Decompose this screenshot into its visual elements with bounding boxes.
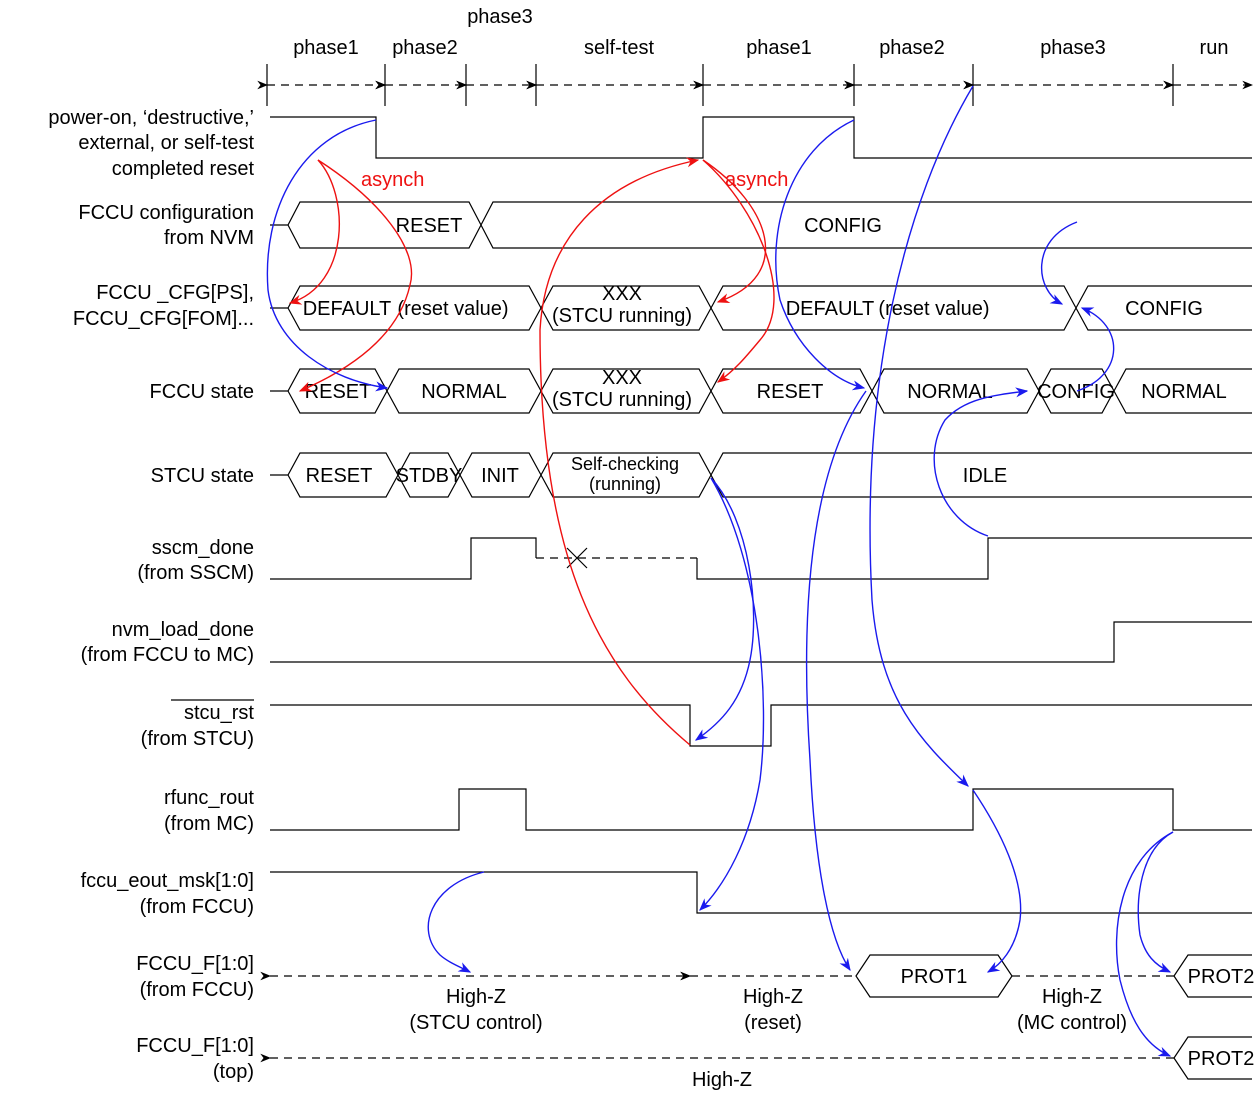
- svg-text:FCCU_CFG[FOM]...: FCCU_CFG[FOM]...: [73, 308, 254, 330]
- svg-text:High-Z: High-Z: [692, 1069, 752, 1091]
- svg-text:(from SSCM): (from SSCM): [137, 562, 254, 584]
- bus-value: (running): [589, 474, 661, 494]
- phase-header: phase1 phase2 phase3 self-test phase1 ph…: [257, 6, 1254, 106]
- stcu-state-bus: RESET STDBY INIT Self-checking (running)…: [270, 452, 1252, 498]
- bus-value: XXX: [602, 283, 642, 305]
- svg-text:(from FCCU): (from FCCU): [140, 979, 254, 1001]
- svg-text:power-on, ‘destructive,’: power-on, ‘destructive,’: [48, 107, 254, 129]
- svg-text:FCCU_F[1:0]: FCCU_F[1:0]: [136, 953, 254, 975]
- bus-value: (STCU running): [552, 389, 692, 411]
- phase-label: phase3: [1040, 37, 1106, 59]
- bus-value: NORMAL: [1141, 381, 1227, 403]
- bus-value: Self-checking: [571, 454, 679, 474]
- bus-value: (reset value): [878, 298, 989, 320]
- bus-value: RESET: [396, 215, 463, 237]
- signal-label-stcu-state: STCU state: [151, 465, 254, 487]
- svg-text:stcu_rst: stcu_rst: [184, 702, 254, 724]
- svg-text:FCCU _CFG[PS],: FCCU _CFG[PS],: [96, 282, 254, 304]
- signal-label-fccu-cfg-regs: FCCU _CFG[PS], FCCU_CFG[FOM]...: [73, 282, 254, 330]
- stcu-rst-waveform: [270, 704, 1252, 747]
- phase-label: phase1: [746, 37, 812, 59]
- fccu-f-fccu-bus: PROT1 PROT2: [260, 954, 1255, 998]
- asynch-label: asynch: [725, 169, 788, 191]
- svg-text:sscm_done: sscm_done: [152, 537, 254, 559]
- bus-value: (STCU running): [552, 305, 692, 327]
- signal-label-fccu-f-top: FCCU_F[1:0] (top): [136, 1035, 254, 1083]
- svg-text:completed reset: completed reset: [112, 158, 255, 180]
- bus-value: INIT: [481, 465, 519, 487]
- bus-value: STDBY: [396, 465, 463, 487]
- svg-text:High-Z: High-Z: [446, 986, 506, 1008]
- svg-text:fccu_eout_msk[1:0]: fccu_eout_msk[1:0]: [81, 870, 254, 892]
- bus-value: PROT2: [1188, 966, 1255, 988]
- svg-text:(STCU control): (STCU control): [409, 1012, 542, 1034]
- signal-label-fccu-eout-msk: fccu_eout_msk[1:0] (from FCCU): [81, 870, 254, 918]
- bus-value: RESET: [757, 381, 824, 403]
- fccu-f-top-bus: PROT2: [260, 1036, 1255, 1080]
- bus-value: NORMAL: [421, 381, 507, 403]
- svg-text:(from MC): (from MC): [164, 813, 254, 835]
- svg-text:FCCU configuration: FCCU configuration: [78, 202, 254, 224]
- svg-text:(from FCCU): (from FCCU): [140, 896, 254, 918]
- phase-label: run: [1200, 37, 1229, 59]
- svg-text:(from FCCU to MC): (from FCCU to MC): [81, 644, 254, 666]
- svg-text:nvm_load_done: nvm_load_done: [112, 619, 254, 641]
- causality-arrows: [266, 85, 1174, 1057]
- bus-value: DEFAULT: [786, 298, 875, 320]
- fccu-state-bus: RESET NORMAL XXX (STCU running) RESET NO…: [270, 367, 1252, 414]
- signal-label-nvm-load-done: nvm_load_done (from FCCU to MC): [81, 619, 254, 666]
- signal-label-sscm-done: sscm_done (from SSCM): [137, 537, 254, 584]
- bus-value: DEFAULT: [303, 298, 392, 320]
- svg-text:(from STCU): (from STCU): [141, 728, 254, 750]
- asynch-label: asynch: [361, 169, 424, 191]
- bus-value: CONFIG: [804, 215, 882, 237]
- signal-label-reset: power-on, ‘destructive,’ external, or se…: [48, 107, 254, 180]
- svg-text:(top): (top): [213, 1061, 254, 1083]
- signal-label-fccu-cfg-nvm: FCCU configuration from NVM: [78, 202, 254, 249]
- highz-labels: High-Z (STCU control) High-Z (reset) Hig…: [409, 986, 1127, 1091]
- bus-value: CONFIG: [1125, 298, 1203, 320]
- svg-text:FCCU_F[1:0]: FCCU_F[1:0]: [136, 1035, 254, 1057]
- svg-text:external, or self-test: external, or self-test: [78, 132, 254, 154]
- phase-label: phase2: [392, 37, 458, 59]
- svg-text:High-Z: High-Z: [1042, 986, 1102, 1008]
- bus-value: RESET: [306, 465, 373, 487]
- bus-value: NORMAL: [907, 381, 993, 403]
- svg-text:from NVM: from NVM: [164, 227, 254, 249]
- bus-value: PROT1: [901, 966, 968, 988]
- bus-value: PROT2: [1188, 1048, 1255, 1070]
- asynch-arrows: asynch asynch: [288, 157, 788, 746]
- svg-text:(reset): (reset): [744, 1012, 802, 1034]
- fccu-cfg-nvm-bus: RESET CONFIG: [270, 201, 1252, 249]
- reset-waveform: [270, 116, 1252, 159]
- phase-label: phase1: [293, 37, 359, 59]
- bus-value: CONFIG: [1037, 381, 1115, 403]
- sscm-done-waveform: [270, 537, 1252, 580]
- signal-names: power-on, ‘destructive,’ external, or se…: [48, 107, 254, 1083]
- nvm-load-done-waveform: [270, 621, 1252, 663]
- rfunc-rout-waveform: [270, 788, 1252, 831]
- signal-label-rfunc-rout: rfunc_rout (from MC): [164, 787, 254, 835]
- bus-value: (reset value): [397, 298, 508, 320]
- phase-label: self-test: [584, 37, 654, 59]
- fccu-eout-msk-waveform: [270, 871, 1252, 914]
- signal-label-fccu-f-fccu: FCCU_F[1:0] (from FCCU): [136, 953, 254, 1001]
- fccu-cfg-regs-bus: DEFAULT (reset value) XXX (STCU running)…: [270, 283, 1252, 331]
- signal-label-stcu-rst: stcu_rst (from STCU): [141, 699, 254, 750]
- svg-text:(MC control): (MC control): [1017, 1012, 1127, 1034]
- phase-label: phase2: [879, 37, 945, 59]
- bus-value: XXX: [602, 367, 642, 389]
- bus-value: RESET: [305, 381, 372, 403]
- phase-label: phase3: [467, 6, 533, 28]
- bus-value: IDLE: [963, 465, 1007, 487]
- svg-text:High-Z: High-Z: [743, 986, 803, 1008]
- signal-label-fccu-state: FCCU state: [150, 381, 254, 403]
- svg-text:rfunc_rout: rfunc_rout: [164, 787, 254, 809]
